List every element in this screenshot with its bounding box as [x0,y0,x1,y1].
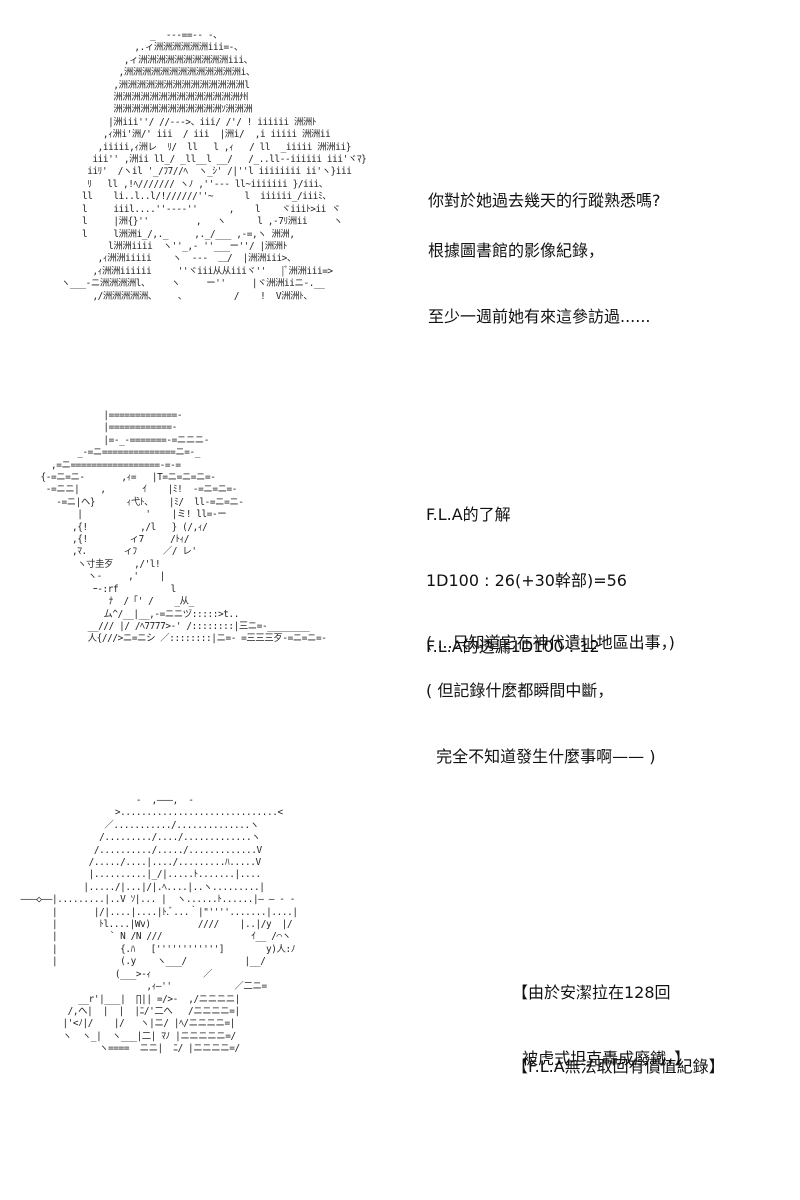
narration-no-record: 【F.L.A無法取回有價值紀錄】 [512,1012,725,1122]
dialogue-aside-2: ( 但記錄什麼都瞬間中斷， 完全不知道發生什麼事啊—— ) [426,636,656,812]
dialogue-line: 你對於她過去幾天的行蹤熟悉嗎? [428,191,661,210]
dialogue-line: 根據圖書館的影像紀錄， [428,241,605,260]
narration-line: 【由於安潔拉在128回 [512,983,671,1002]
dialogue-library-record: 根據圖書館的影像紀錄， 至少一週前她有來這參訪過...... [428,196,651,372]
dice-roll-block: F.L.A的了解 1D100 : 26(+30幹部)=56 F.L.A的透漏1D… [426,460,627,702]
panel-3: - ,———, - >.............................… [0,790,800,1200]
dice-line: F.L.A的透漏1D100 : 12 [426,637,600,656]
dialogue-aside-1: ( ...只知道它在神代遺址地區出事，) [426,588,675,698]
ascii-art-girl-long-hair: _ ---==-- -、 ,.ィ洲洲洲洲洲洲iii=-、 ,ィ洲洲洲洲洲洲洲洲洲… [60,30,367,302]
dice-line: 1D100 : 26(+30幹部)=56 [426,571,627,590]
ascii-art-hat-character: |=============- |============- |=-_-====… [40,410,327,645]
ascii-art-short-hair-character: - ,———, - >.............................… [20,795,298,1055]
dice-line: F.L.A的了解 [426,505,511,524]
panel-1: _ ---==-- -、 ,.ィ洲洲洲洲洲洲iii=-、 ,ィ洲洲洲洲洲洲洲洲洲… [0,0,800,390]
panel-2: |=============- |============- |=-_-====… [0,390,800,790]
dialogue-line: ( 但記錄什麼都瞬間中斷， [426,681,614,700]
narration-line: 【F.L.A無法取回有價值紀錄】 [512,1057,725,1076]
narration-tank: 【由於安潔拉在128回 被虎式坦克轟成廢鐵，】 [512,938,690,1114]
dialogue-line: 至少一週前她有來這參訪過...... [428,307,651,326]
narration-line: 被虎式坦克轟成廢鐵，】 [512,1049,691,1068]
dialogue-question: 你對於她過去幾天的行蹤熟悉嗎? [428,146,661,256]
dialogue-line: ( ...只知道它在神代遺址地區出事，) [426,633,675,652]
dialogue-line: 完全不知道發生什麼事啊—— ) [426,747,656,766]
